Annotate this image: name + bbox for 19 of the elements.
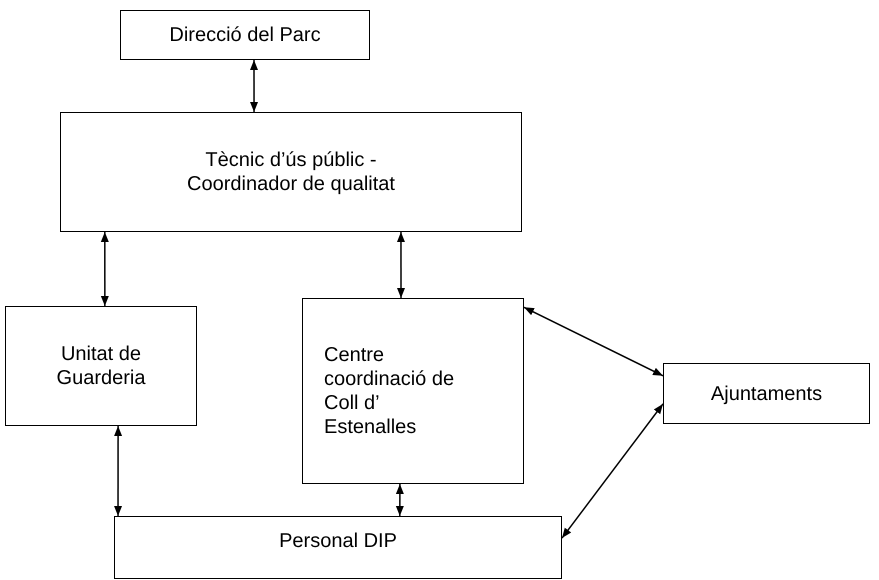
double-arrow [524, 306, 664, 376]
org-box [114, 516, 562, 579]
org-box [120, 10, 370, 60]
org-box [302, 298, 524, 484]
double-arrow [100, 232, 109, 306]
box-label: Tècnic d’ús públic - Coordinador de qualitat [186, 148, 396, 196]
box-label: Unitat de Guarderia [56, 342, 146, 390]
box-label: Direcció del Parc [169, 23, 321, 47]
double-arrow [396, 232, 405, 298]
double-arrow [250, 60, 258, 112]
double-arrow [396, 484, 404, 516]
double-arrow [114, 426, 122, 516]
org-box [60, 112, 522, 232]
org-box [663, 363, 870, 424]
box-label: Ajuntaments [710, 382, 822, 406]
box-label: Centre coordinació de Coll d’ Estenalles [324, 343, 456, 439]
box-label: Personal DIP [279, 529, 397, 553]
org-box [5, 306, 197, 426]
double-arrow [561, 403, 664, 538]
